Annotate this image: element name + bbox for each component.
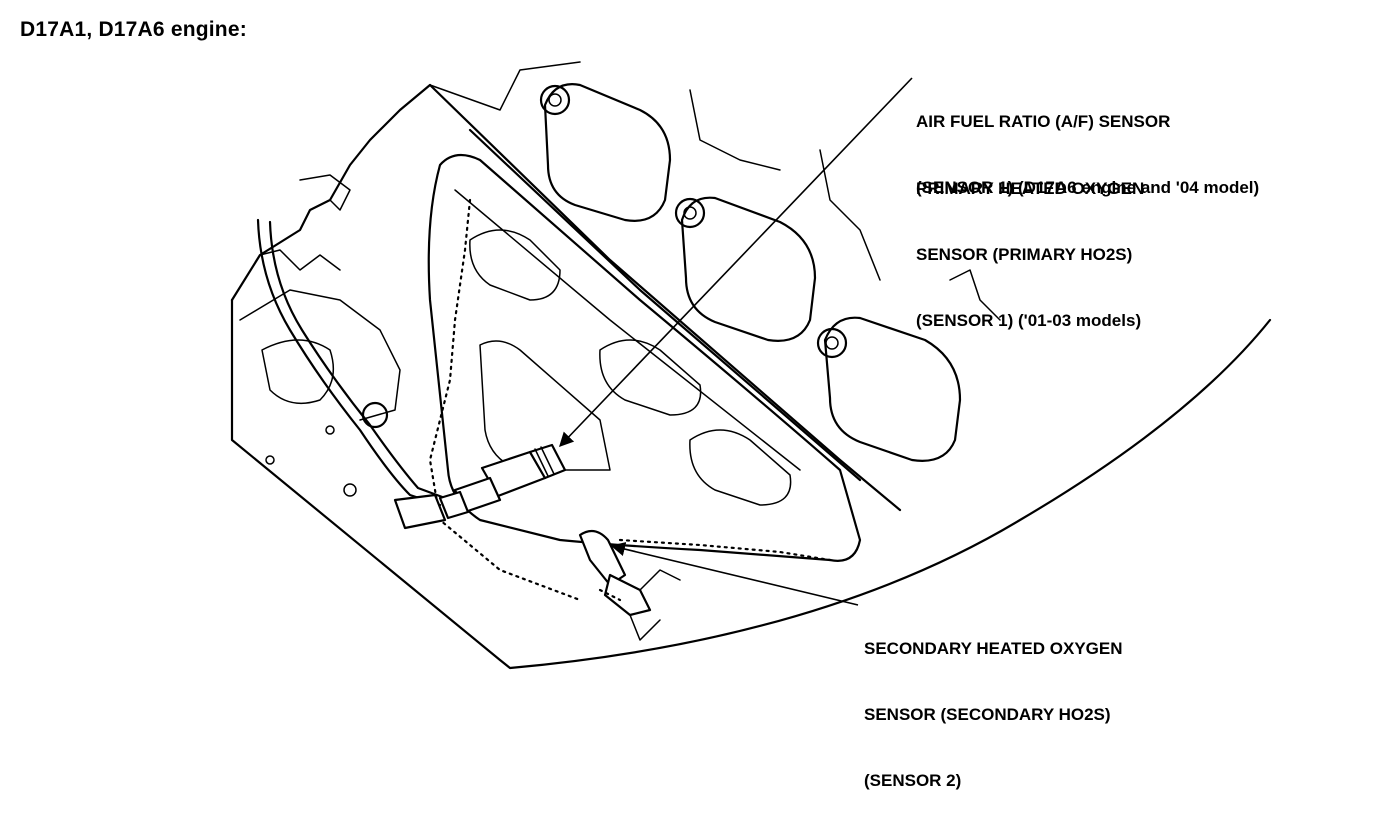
af-sensor-illustration [438, 443, 567, 520]
diagram-title: D17A1, D17A6 engine: [20, 18, 247, 41]
engine-diagram [230, 61, 1272, 670]
engine-block-left [239, 289, 401, 497]
primary-ho2s-label-line-1: PRIMARY HEATED OXYGEN [916, 179, 1145, 198]
secondary-sensor-leader [610, 542, 859, 606]
af-sensor-leader [559, 77, 913, 448]
af-sensor-label: AIR FUEL RATIO (A/F) SENSOR (SENSOR 1) (… [916, 67, 1259, 221]
leader-lines [559, 77, 913, 606]
af-sensor-label-line-1: AIR FUEL RATIO (A/F) SENSOR [916, 112, 1171, 131]
primary-ho2s-label: PRIMARY HEATED OXYGEN SENSOR (PRIMARY HO… [916, 134, 1144, 354]
exhaust-manifold [427, 153, 862, 602]
secondary-ho2s-label: SECONDARY HEATED OXYGEN SENSOR (SECONDAR… [864, 594, 1123, 814]
sensor-wiring [256, 218, 447, 530]
secondary-ho2s-label-line-1: SECONDARY HEATED OXYGEN [864, 639, 1123, 658]
cylinder-head [428, 83, 1001, 512]
af-sensor-label-line-2: (SENSOR 1) (D17A6 engine and '04 model) [916, 178, 1260, 197]
ignition-coil-3 [816, 316, 962, 462]
primary-ho2s-label-line-3: (SENSOR 1) ('01-03 models) [916, 311, 1142, 330]
ignition-coil-2 [674, 196, 817, 342]
ignition-coil-1 [539, 83, 672, 222]
secondary-ho2s-label-line-2: SENSOR (SECONDARY HO2S) [864, 705, 1111, 724]
secondary-ho2s-label-line-3: (SENSOR 2) [864, 771, 962, 790]
primary-ho2s-label-line-2: SENSOR (PRIMARY HO2S) [916, 245, 1133, 264]
secondary-sensor-illustration [578, 529, 681, 641]
